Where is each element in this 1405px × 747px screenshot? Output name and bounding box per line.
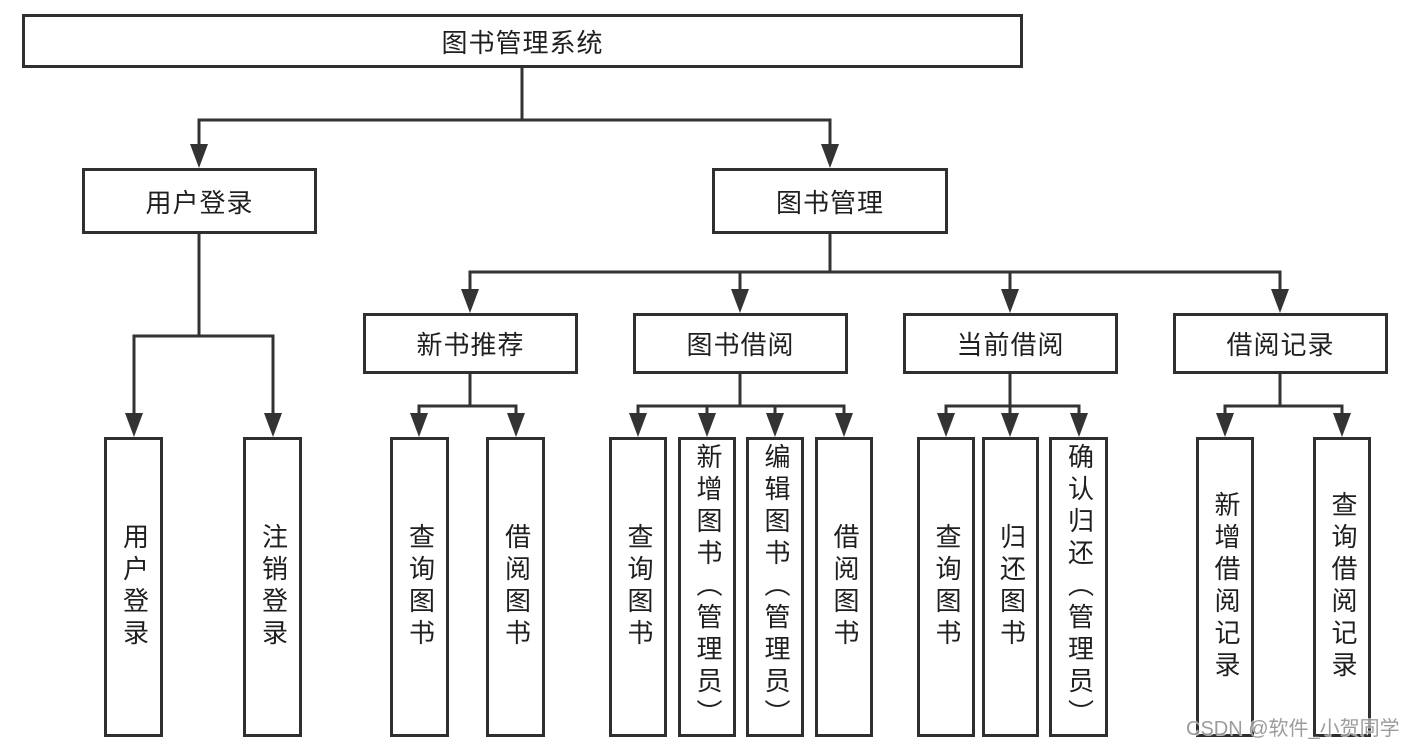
arrow-down-icon bbox=[264, 413, 282, 437]
leaf-borrow-books: 借阅图书 bbox=[486, 437, 545, 737]
leaf-query-books: 查询图书 bbox=[917, 437, 975, 737]
node-label: 编辑图书（管理员） bbox=[760, 443, 791, 731]
node-label: 借阅记录 bbox=[1226, 330, 1335, 360]
node-library-management-system: 图书管理系统 bbox=[22, 14, 1023, 68]
node-label: 查询借阅记录 bbox=[1327, 491, 1358, 683]
node-label: 借阅图书 bbox=[829, 523, 860, 651]
leaf-query-books: 查询图书 bbox=[390, 437, 449, 737]
arrow-down-icon bbox=[1070, 413, 1088, 437]
node-label: 注销登录 bbox=[258, 523, 289, 651]
arrow-down-icon bbox=[629, 413, 647, 437]
arrow-down-icon bbox=[461, 289, 479, 313]
node-label: 查询图书 bbox=[623, 523, 654, 651]
node-label: 图书管理系统 bbox=[441, 27, 604, 58]
leaf-query-books: 查询图书 bbox=[609, 437, 667, 737]
arrow-down-icon bbox=[821, 144, 839, 168]
arrow-down-icon bbox=[1333, 413, 1351, 437]
node-book-management: 图书管理 bbox=[712, 168, 948, 234]
leaf-user-login: 用户登录 bbox=[104, 437, 163, 737]
node-borrowing-records: 借阅记录 bbox=[1173, 313, 1388, 374]
node-label: 图书借阅 bbox=[686, 330, 795, 360]
node-user-login: 用户登录 bbox=[82, 168, 317, 234]
node-label: 图书管理 bbox=[775, 187, 884, 218]
leaf-confirm-return-admin: 确认归还（管理员） bbox=[1049, 437, 1108, 737]
node-label: 查询图书 bbox=[931, 523, 962, 651]
arrow-down-icon bbox=[731, 289, 749, 313]
arrow-down-icon bbox=[1216, 413, 1234, 437]
arrow-down-icon bbox=[1001, 413, 1019, 437]
node-label: 用户登录 bbox=[145, 187, 254, 218]
node-label: 当前借阅 bbox=[956, 330, 1065, 360]
arrow-down-icon bbox=[410, 413, 428, 437]
node-book-borrowing: 图书借阅 bbox=[633, 313, 848, 374]
node-label: 新增图书（管理员） bbox=[692, 443, 723, 731]
leaf-query-borrowing-record: 查询借阅记录 bbox=[1313, 437, 1371, 737]
node-label: 新书推荐 bbox=[416, 330, 525, 360]
arrow-down-icon bbox=[1271, 289, 1289, 313]
node-label: 借阅图书 bbox=[501, 523, 532, 651]
arrow-down-icon bbox=[507, 413, 525, 437]
leaf-add-book-admin: 新增图书（管理员） bbox=[678, 437, 736, 737]
node-label: 用户登录 bbox=[119, 523, 150, 651]
arrow-down-icon bbox=[125, 413, 143, 437]
leaf-add-borrowing-record: 新增借阅记录 bbox=[1196, 437, 1254, 737]
leaf-logout: 注销登录 bbox=[243, 437, 302, 737]
arrow-down-icon bbox=[835, 413, 853, 437]
arrow-down-icon bbox=[698, 413, 716, 437]
node-label: 新增借阅记录 bbox=[1210, 491, 1241, 683]
arrow-down-icon bbox=[190, 144, 208, 168]
node-current-borrowing: 当前借阅 bbox=[903, 313, 1118, 374]
leaf-return-book: 归还图书 bbox=[982, 437, 1039, 737]
leaf-borrow-books: 借阅图书 bbox=[815, 437, 873, 737]
node-new-book-recommendation: 新书推荐 bbox=[363, 313, 578, 374]
node-label: 查询图书 bbox=[405, 523, 436, 651]
node-label: 归还图书 bbox=[996, 523, 1027, 651]
arrowheads bbox=[125, 144, 1351, 437]
arrow-down-icon bbox=[1001, 289, 1019, 313]
leaf-edit-book-admin: 编辑图书（管理员） bbox=[746, 437, 804, 737]
node-label: 确认归还（管理员） bbox=[1064, 443, 1095, 731]
arrow-down-icon bbox=[937, 413, 955, 437]
arrow-down-icon bbox=[766, 413, 784, 437]
watermark-text: CSDN @软件_小贺同学 bbox=[1186, 718, 1400, 740]
